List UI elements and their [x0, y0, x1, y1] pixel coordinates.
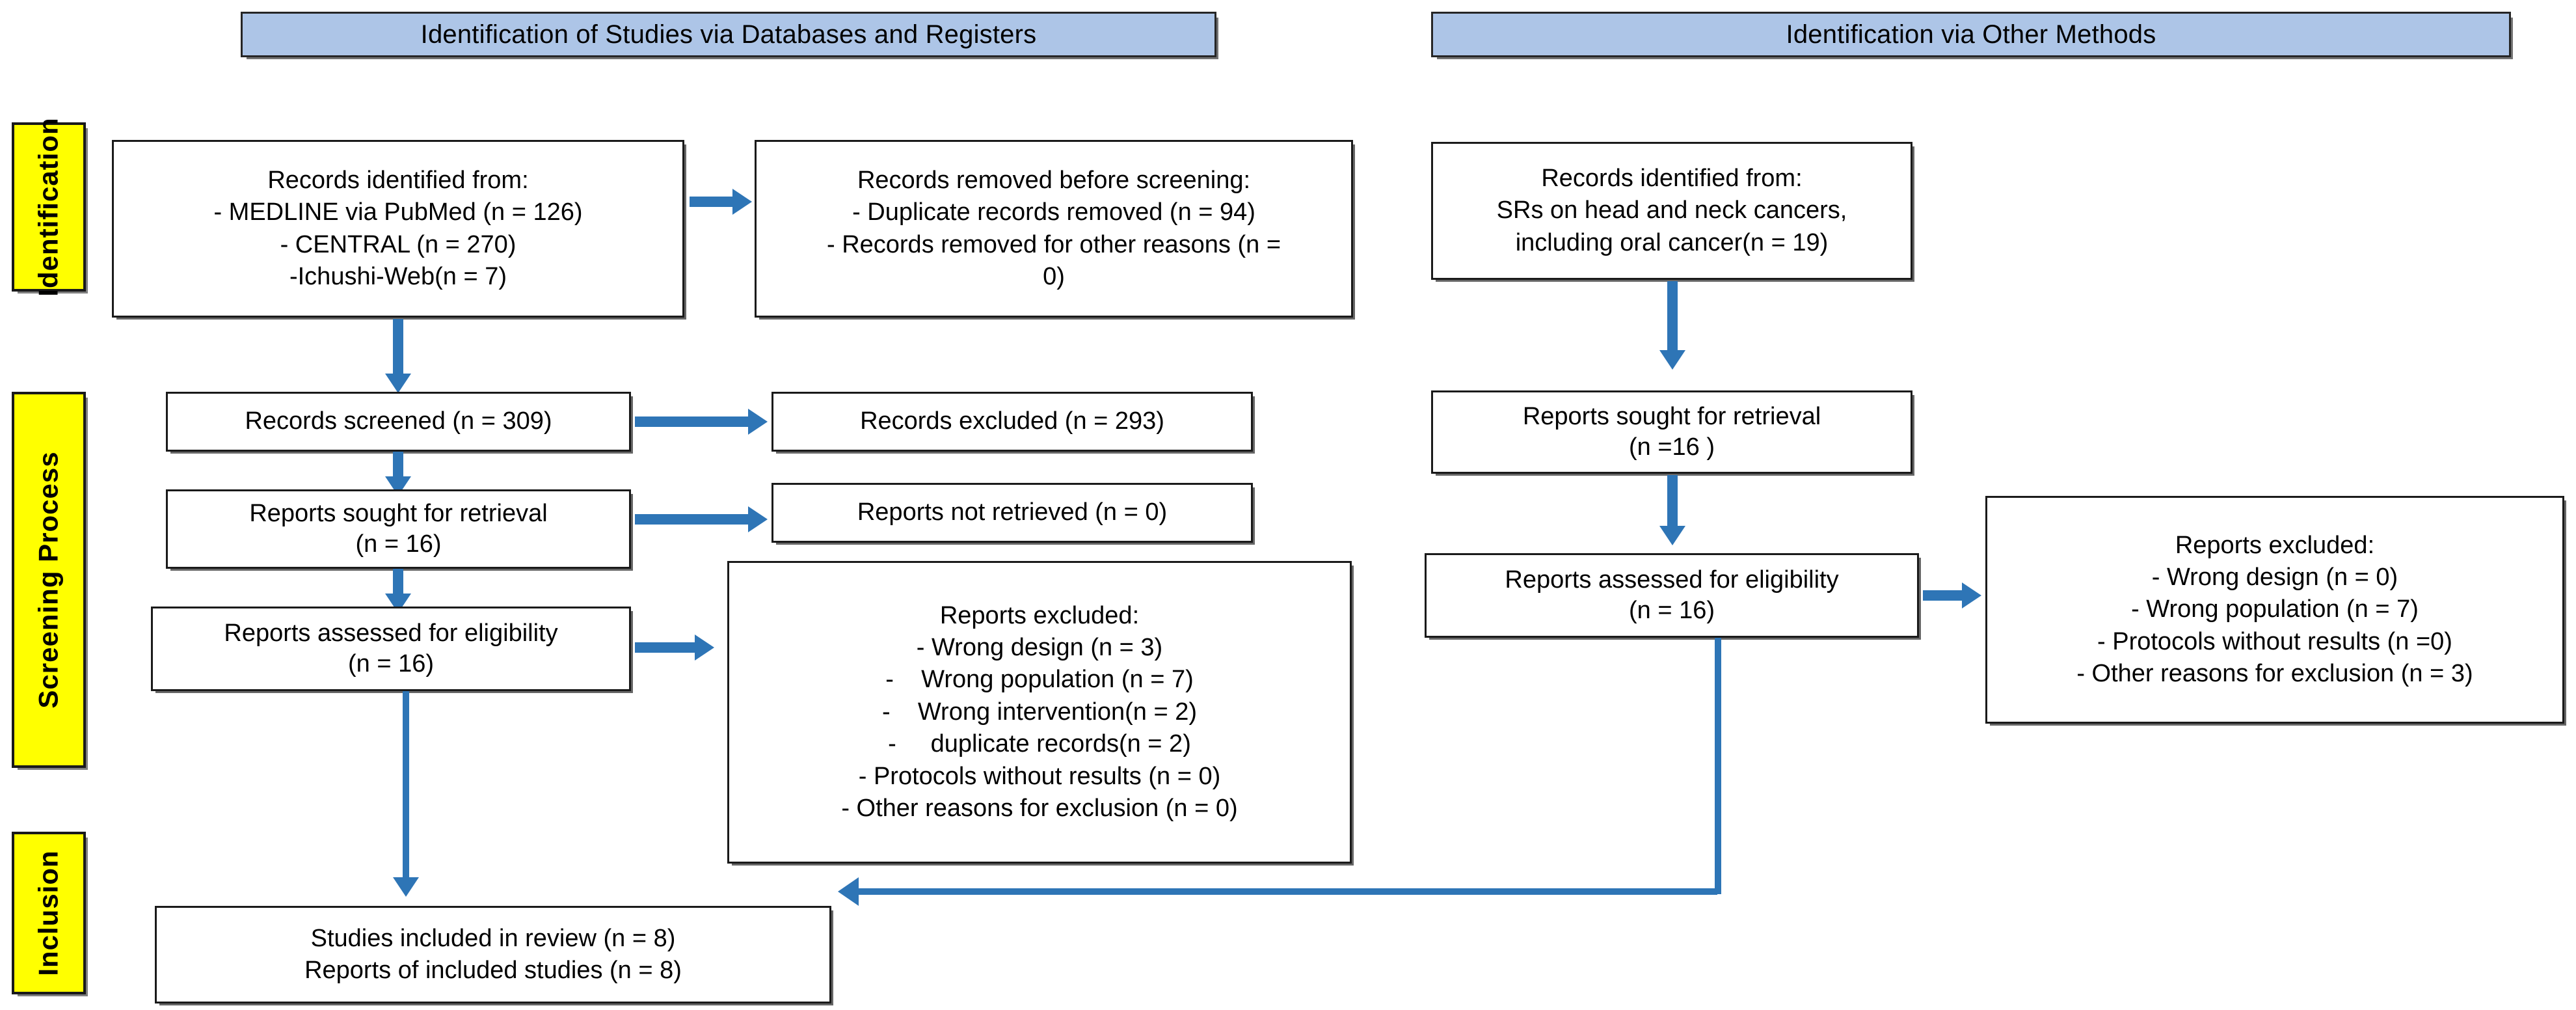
banner-other-methods: Identification via Other Methods	[1431, 12, 2511, 57]
stage-label-screening: Screening Process	[12, 392, 86, 768]
box-line: - Wrong population (n = 7)	[885, 666, 1194, 694]
box-line: (n = 16)	[1628, 597, 1715, 624]
connector-right-to-included-vertical	[1715, 638, 1721, 894]
arrowhead-down-icon	[1659, 526, 1685, 545]
stage-label-identification-text: Identification	[33, 117, 64, 297]
box-line: Records removed before screening:	[857, 166, 1251, 194]
box-line: - Wrong design (n = 3)	[916, 634, 1163, 662]
box-line: Reports assessed for eligibility	[224, 619, 558, 647]
connector-other-sought-to-assessed	[1667, 475, 1678, 530]
arrowhead-right-icon	[695, 635, 714, 661]
box-records-excluded: Records excluded (n = 293)	[771, 392, 1253, 452]
arrowhead-right-icon	[732, 189, 752, 215]
box-records-identified-other-methods: Records identified from: SRs on head and…	[1431, 142, 1912, 280]
box-reports-excluded-left: Reports excluded: - Wrong design (n = 3)…	[727, 561, 1352, 864]
box-line: (n =16 )	[1628, 433, 1715, 461]
box-line: (n = 16)	[347, 650, 435, 677]
box-line: - MEDLINE via PubMed (n = 126)	[213, 198, 583, 226]
box-line: - Other reasons for exclusion (n = 3)	[2076, 660, 2473, 688]
banner-other-methods-label: Identification via Other Methods	[1786, 20, 2156, 49]
box-line: Reports assessed for eligibility	[1505, 566, 1839, 594]
box-line: Reports excluded:	[2175, 531, 2375, 559]
box-records-removed-before-screening: Records removed before screening: - Dupl…	[755, 140, 1353, 318]
banner-databases-registers: Identification of Studies via Databases …	[241, 12, 1216, 57]
box-line: (n = 16)	[355, 530, 442, 558]
connector-sought-to-assessed	[393, 569, 403, 597]
box-line: - Duplicate records removed (n = 94)	[852, 198, 1255, 226]
box-line: Studies included in review (n = 8)	[310, 924, 676, 952]
arrowhead-down-icon	[393, 877, 419, 897]
box-line: - Protocols without results (n = 0)	[858, 762, 1221, 790]
box-line: Reports excluded:	[939, 601, 1140, 629]
box-line: Reports sought for retrieval	[1522, 402, 1821, 430]
arrowhead-right-icon	[748, 506, 768, 532]
connector-assessed-to-included	[403, 691, 409, 880]
stage-label-inclusion-text: Inclusion	[33, 850, 64, 976]
arrowhead-down-icon	[385, 374, 411, 393]
connector-screened-to-sought	[393, 452, 403, 480]
box-line: - Wrong intervention(n = 2)	[881, 698, 1198, 726]
box-line: - CENTRAL (n = 270)	[280, 230, 517, 258]
stage-label-identification: Identification	[12, 117, 86, 297]
connector-right-assessed-to-excluded	[1923, 590, 1965, 601]
connector-sought-to-not-retrieved	[635, 514, 751, 525]
box-line: Reports sought for retrieval	[249, 499, 548, 527]
box-line: Records screened (n = 309)	[245, 407, 552, 435]
box-line: SRs on head and neck cancers,	[1496, 197, 1847, 225]
stage-label-screening-text: Screening Process	[33, 451, 64, 709]
connector-assessed-to-reports-excluded	[635, 642, 697, 653]
banner-databases-registers-label: Identification of Studies via Databases …	[420, 20, 1037, 49]
box-reports-excluded-right: Reports excluded: - Wrong design (n = 0)…	[1985, 496, 2564, 724]
box-line: 0)	[1043, 262, 1065, 290]
box-line: Records excluded (n = 293)	[860, 407, 1164, 435]
arrowhead-right-icon	[748, 409, 768, 435]
connector-identified-to-screened	[393, 319, 403, 376]
box-line: -Ichushi-Web(n = 7)	[289, 262, 507, 290]
arrowhead-left-icon	[838, 877, 859, 906]
connector-identified-to-removed	[690, 197, 732, 207]
arrowhead-down-icon	[1659, 350, 1685, 370]
box-line: - Wrong population (n = 7)	[2131, 595, 2419, 623]
box-line: Reports of included studies (n = 8)	[304, 957, 682, 984]
box-records-screened: Records screened (n = 309)	[166, 392, 631, 452]
box-reports-sought-retrieval-right: Reports sought for retrieval (n =16 )	[1431, 390, 1912, 474]
box-line: Records identified from:	[1541, 164, 1803, 192]
box-reports-assessed-eligibility-left: Reports assessed for eligibility (n = 16…	[151, 607, 631, 691]
box-reports-assessed-eligibility-right: Reports assessed for eligibility (n = 16…	[1425, 553, 1919, 638]
box-records-identified-databases: Records identified from: - MEDLINE via P…	[112, 140, 684, 318]
box-line: - Wrong design (n = 0)	[2151, 563, 2398, 591]
box-line: - duplicate records(n = 2)	[888, 730, 1191, 758]
box-reports-not-retrieved: Reports not retrieved (n = 0)	[771, 483, 1253, 543]
connector-screened-to-excluded	[635, 416, 751, 427]
stage-label-inclusion: Inclusion	[12, 832, 86, 994]
connector-right-to-included-horizontal	[859, 888, 1717, 895]
box-reports-sought-retrieval-left: Reports sought for retrieval (n = 16)	[166, 489, 631, 569]
box-line: - Records removed for other reasons (n =	[826, 230, 1281, 258]
box-line: - Protocols without results (n =0)	[2097, 627, 2452, 655]
arrowhead-right-icon	[1962, 582, 1981, 608]
box-studies-included: Studies included in review (n = 8) Repor…	[155, 906, 831, 1003]
box-line: including oral cancer(n = 19)	[1515, 228, 1829, 256]
box-line: Reports not retrieved (n = 0)	[857, 498, 1168, 526]
connector-other-identified-to-sought	[1667, 281, 1678, 354]
box-line: Records identified from:	[267, 166, 529, 194]
box-line: - Other reasons for exclusion (n = 0)	[841, 794, 1238, 822]
